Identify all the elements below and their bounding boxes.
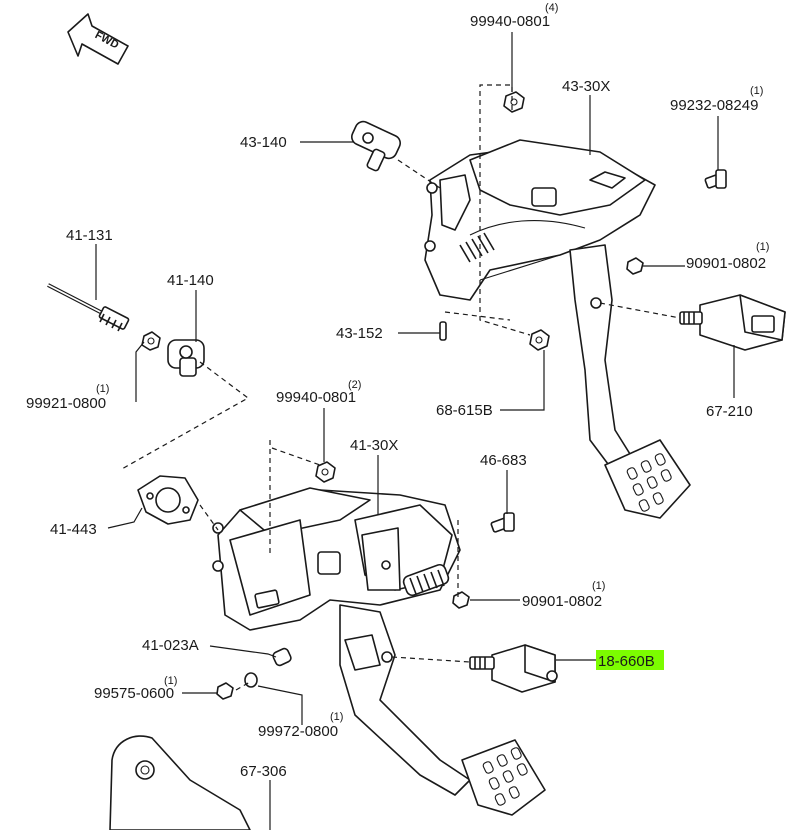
bracket-67-306 xyxy=(109,735,251,830)
label-67-210: 67-210 xyxy=(706,403,753,420)
qty-99921: (1) xyxy=(96,383,109,395)
label-41-023A: 41-023A xyxy=(142,637,199,654)
nut-99575 xyxy=(216,682,234,700)
qty-99940-top: (4) xyxy=(545,2,558,14)
lower-pedal-bracket xyxy=(212,487,461,631)
label-41-131: 41-131 xyxy=(66,227,113,244)
clutch-switch-18-660B xyxy=(469,644,558,693)
nut-90901-bot xyxy=(452,591,470,609)
label-43-140: 43-140 xyxy=(240,134,287,151)
label-99232-08249: 99232-08249 xyxy=(670,97,758,114)
label-41-30X: 41-30X xyxy=(350,437,398,454)
fwd-direction-arrow: FWD xyxy=(67,13,129,65)
upper-pedal-bracket xyxy=(424,139,656,301)
label-41-140: 41-140 xyxy=(167,272,214,289)
label-99921-0800: 99921-0800 xyxy=(26,395,106,412)
label-43-152: 43-152 xyxy=(336,325,383,342)
part-labels: (4) 99940-0801 43-30X (1) 99232-08249 43… xyxy=(26,2,769,780)
label-99575-0600: 99575-0600 xyxy=(94,685,174,702)
label-90901-0802-bot: 90901-0802 xyxy=(522,593,602,610)
qty-99575: (1) xyxy=(164,675,177,687)
label-46-683: 46-683 xyxy=(480,452,527,469)
lower-clutch-pedal xyxy=(339,604,546,816)
label-99972-0800: 99972-0800 xyxy=(258,723,338,740)
highlight-18-660B xyxy=(596,650,664,670)
qty-90901-top: (1) xyxy=(756,241,769,253)
qty-90901-bot: (1) xyxy=(592,580,605,592)
label-68-615B: 68-615B xyxy=(436,402,493,419)
pin-43-152 xyxy=(439,321,447,341)
bushing-41-023A xyxy=(272,647,292,667)
qty-99232: (1) xyxy=(750,85,763,97)
label-90901-0802-top: 90901-0802 xyxy=(686,255,766,272)
leader-lines xyxy=(95,32,735,830)
label-99940-0801-mid: 99940-0801 xyxy=(276,389,356,406)
label-67-306: 67-306 xyxy=(240,763,287,780)
clevis-43-140 xyxy=(351,120,401,172)
nut-90901-top xyxy=(626,257,644,275)
gasket-41-443 xyxy=(137,475,199,525)
nut-99921 xyxy=(141,331,161,351)
washer-99972 xyxy=(244,672,258,688)
bolt-99232 xyxy=(704,169,727,189)
nut-99940-top xyxy=(503,91,525,113)
qty-99940-mid: (2) xyxy=(348,379,361,391)
qty-99972: (1) xyxy=(330,711,343,723)
stop-light-switch-67-210 xyxy=(679,294,786,351)
upper-brake-pedal xyxy=(569,244,691,519)
push-rod-41-131 xyxy=(47,283,130,332)
return-spring xyxy=(402,563,450,597)
clevis-41-140 xyxy=(167,339,205,377)
dashed-assembly-lines xyxy=(119,84,681,691)
label-41-443: 41-443 xyxy=(50,521,97,538)
label-43-30X: 43-30X xyxy=(562,78,610,95)
nut-68-615B xyxy=(529,329,550,351)
label-18-660B: 18-660B xyxy=(598,653,655,670)
bolt-46-683 xyxy=(490,512,515,533)
nut-99940-mid xyxy=(315,461,336,483)
label-99940-0801-top: 99940-0801 xyxy=(470,13,550,30)
